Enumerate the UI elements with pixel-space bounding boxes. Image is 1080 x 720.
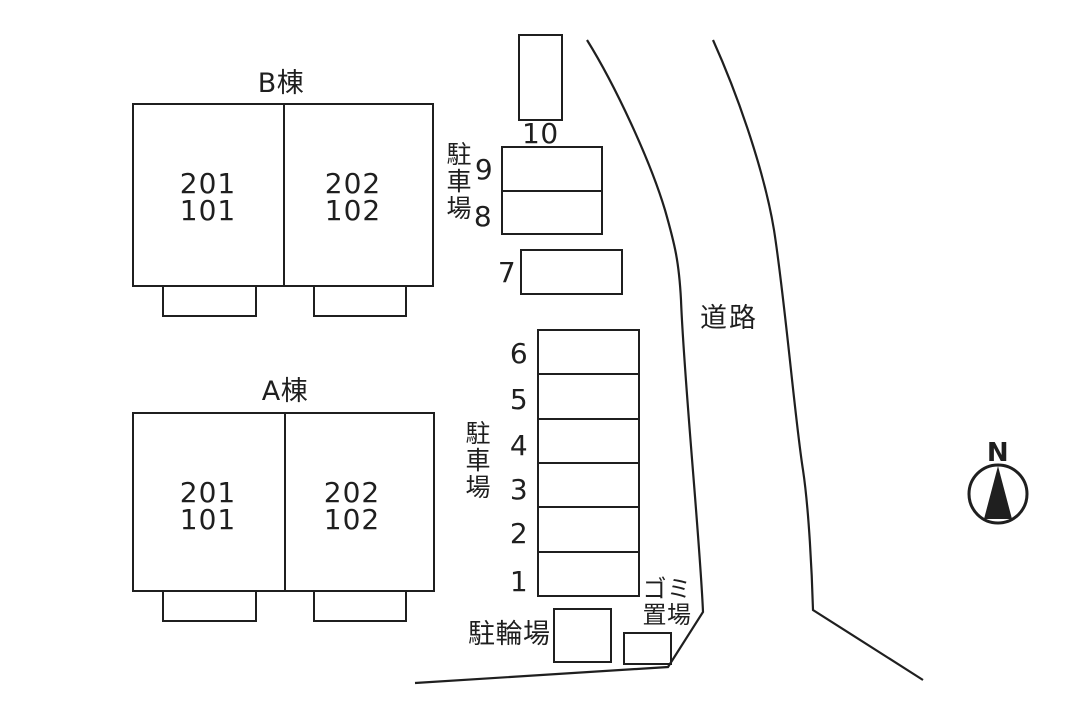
bicycle-parking-label: 駐輪場: [468, 619, 551, 650]
parking-space-4-box: [539, 417, 638, 462]
parking-space-2-box: [539, 506, 638, 550]
parking-spaces-9-8-block: [501, 146, 603, 235]
building-b-unit-divider: [283, 105, 285, 285]
building-a-left-porch: [162, 590, 257, 622]
parking-space-8-box: [503, 189, 601, 234]
building-b-right-porch: [313, 285, 407, 317]
garbage-area-box: [623, 632, 672, 665]
compass-north-label: N: [986, 438, 1010, 468]
road-left-boundary-line: [414, 39, 705, 685]
parking-space-10-label: 10: [522, 117, 559, 150]
building-b-title: B棟: [257, 68, 305, 99]
garbage-area-label: ゴミ 置場: [642, 575, 692, 629]
parking-space-9-box: [503, 148, 601, 190]
building-a-right-unit-numbers: 202 102: [323, 476, 381, 536]
compass-icon: [967, 463, 1029, 525]
building-b-right-unit-numbers: 202 102: [324, 167, 382, 227]
parking-spaces-1-6-block: [537, 329, 640, 597]
parking-space-5-label: 5: [509, 383, 529, 416]
parking-space-2-label: 2: [509, 517, 529, 550]
parking-space-1-label: 1: [509, 565, 529, 598]
parking-space-6-label: 6: [509, 337, 529, 370]
parking-space-10-box: [518, 34, 563, 121]
building-a-left-unit-numbers: 201 101: [179, 476, 237, 536]
parking-lower-area-label: 駐車場: [462, 420, 491, 501]
parking-space-9-label: 9: [474, 153, 494, 186]
building-a-outline: [132, 412, 435, 592]
building-a-unit-divider: [284, 414, 286, 590]
building-a-title: A棟: [261, 376, 309, 407]
road-right-boundary-line: [711, 39, 924, 681]
building-b-outline: [132, 103, 434, 287]
parking-space-7-label: 7: [497, 256, 517, 289]
parking-space-4-label: 4: [509, 429, 529, 462]
parking-space-5-box: [539, 373, 638, 417]
parking-space-1-box: [539, 550, 638, 595]
parking-space-3-box: [539, 461, 638, 506]
parking-upper-area-label: 駐車場: [443, 141, 472, 222]
parking-space-6-box: [539, 331, 638, 373]
building-a-right-porch: [313, 590, 407, 622]
building-b-left-porch: [162, 285, 257, 317]
parking-space-8-label: 8: [473, 200, 493, 233]
road-label: 道路: [700, 303, 758, 334]
bicycle-parking-box: [553, 608, 612, 663]
building-b-left-unit-numbers: 201 101: [179, 167, 237, 227]
parking-space-3-label: 3: [509, 473, 529, 506]
parking-space-7-box: [520, 249, 623, 295]
